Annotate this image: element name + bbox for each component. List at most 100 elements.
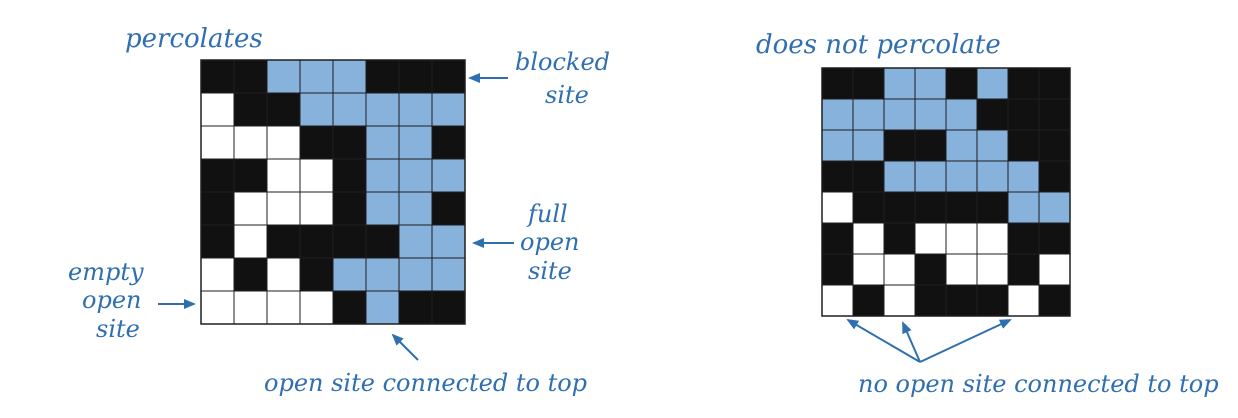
full-open-site-cell: [332, 257, 367, 292]
blocked-site-cell: [299, 257, 334, 292]
connected-arrow: [391, 333, 419, 361]
blocked-site-cell: [332, 290, 367, 325]
empty-open-site-cell: [1007, 284, 1040, 317]
blocked-site-cell: [431, 191, 466, 226]
blocked-site-cell: [431, 125, 466, 160]
blocked-site-cell: [976, 284, 1009, 317]
full-open-site-cell: [914, 98, 947, 131]
blocked-site-cell: [266, 92, 301, 127]
empty-label-line1: empty: [68, 258, 144, 286]
blocked-label-line2: site: [545, 81, 589, 109]
blocked-site-cell: [200, 224, 235, 259]
blocked-site-cell: [398, 290, 433, 325]
full-open-site-cell: [365, 290, 400, 325]
blocked-site-cell: [1007, 253, 1040, 286]
full-open-site-cell: [883, 67, 916, 100]
empty-open-site-cell: [299, 290, 334, 325]
blocked-site-cell: [1038, 222, 1071, 255]
empty-label-line2: open: [82, 286, 141, 314]
blocked-site-cell: [883, 191, 916, 224]
empty-open-site-cell: [945, 253, 978, 286]
right-panel: does not percolate no open site connecte…: [756, 30, 1219, 398]
full-open-site-cell: [945, 129, 978, 162]
full-open-site-cell: [852, 129, 885, 162]
blocked-site-cell: [365, 224, 400, 259]
full-open-site-cell: [945, 160, 978, 193]
blocked-site-cell: [976, 98, 1009, 131]
right-title: does not percolate: [756, 30, 1001, 60]
empty-open-site-cell: [200, 290, 235, 325]
full-open-site-cell: [365, 158, 400, 193]
full-open-site-cell: [431, 158, 466, 193]
blocked-site-cell: [883, 222, 916, 255]
blocked-site-cell: [1038, 67, 1071, 100]
full-open-site-cell: [914, 67, 947, 100]
blocked-site-cell: [883, 129, 916, 162]
blocked-site-cell: [365, 59, 400, 94]
full-open-site-cell: [299, 92, 334, 127]
full-open-site-cell: [431, 92, 466, 127]
full-open-site-cell: [299, 59, 334, 94]
empty-label-line3: site: [96, 315, 140, 343]
full-open-site-cell: [883, 98, 916, 131]
full-open-site-cell: [431, 224, 466, 259]
empty-open-site-cell: [914, 222, 947, 255]
blocked-site-cell: [200, 158, 235, 193]
blocked-site-cell: [1007, 222, 1040, 255]
full-open-site-cell: [821, 98, 854, 131]
full-open-site-cell: [365, 191, 400, 226]
full-open-site-cell: [945, 98, 978, 131]
empty-open-site-cell: [266, 257, 301, 292]
blocked-site-cell: [914, 191, 947, 224]
empty-open-site-cell: [976, 253, 1009, 286]
empty-open-site-cell: [945, 222, 978, 255]
left-title: percolates: [125, 24, 263, 54]
blocked-site-cell: [233, 92, 268, 127]
blocked-site-cell: [299, 224, 334, 259]
grid-border: [200, 59, 466, 325]
full-open-site-cell: [365, 125, 400, 160]
full-label-line3: site: [528, 257, 572, 285]
full-open-site-cell: [976, 129, 1009, 162]
blocked-site-cell: [431, 59, 466, 94]
blocked-site-cell: [821, 222, 854, 255]
empty-open-site-cell: [1038, 253, 1071, 286]
empty-open-site-cell: [233, 224, 268, 259]
blocked-site-cell: [398, 59, 433, 94]
blocked-site-cell: [1007, 67, 1040, 100]
empty-open-site-cell: [976, 222, 1009, 255]
full-open-site-cell: [1038, 191, 1071, 224]
blocked-site-cell: [914, 284, 947, 317]
empty-open-site-cell: [233, 191, 268, 226]
empty-open-site-cell: [200, 257, 235, 292]
empty-open-site-cell: [200, 125, 235, 160]
empty-open-site-cell: [266, 125, 301, 160]
blocked-site-cell: [332, 191, 367, 226]
full-open-site-cell: [1007, 160, 1040, 193]
full-open-site-cell: [332, 59, 367, 94]
blocked-site-cell: [821, 160, 854, 193]
full-open-site-cell: [398, 191, 433, 226]
blocked-site-cell: [1038, 98, 1071, 131]
left-panel: percolates blocked site full open site e…: [68, 24, 610, 397]
blocked-site-cell: [233, 59, 268, 94]
blocked-site-cell: [945, 191, 978, 224]
full-open-site-cell: [266, 59, 301, 94]
full-open-site-cell: [1007, 191, 1040, 224]
no-connection-arrow-1: [846, 318, 921, 363]
empty-open-site-cell: [299, 158, 334, 193]
blocked-site-cell: [332, 125, 367, 160]
full-open-site-cell: [398, 125, 433, 160]
full-open-site-cell: [976, 160, 1009, 193]
full-open-site-cell: [398, 92, 433, 127]
empty-open-site-cell: [883, 253, 916, 286]
full-label-line1: full: [526, 200, 568, 228]
grid-border: [821, 67, 1071, 317]
blocked-site-cell: [266, 224, 301, 259]
empty-open-site-cell: [852, 222, 885, 255]
empty-open-site-cell: [266, 191, 301, 226]
empty-open-site-cell: [883, 284, 916, 317]
empty-open-site-cell: [299, 191, 334, 226]
left-caption: open site connected to top: [264, 369, 587, 397]
full-open-site-cell: [976, 67, 1009, 100]
